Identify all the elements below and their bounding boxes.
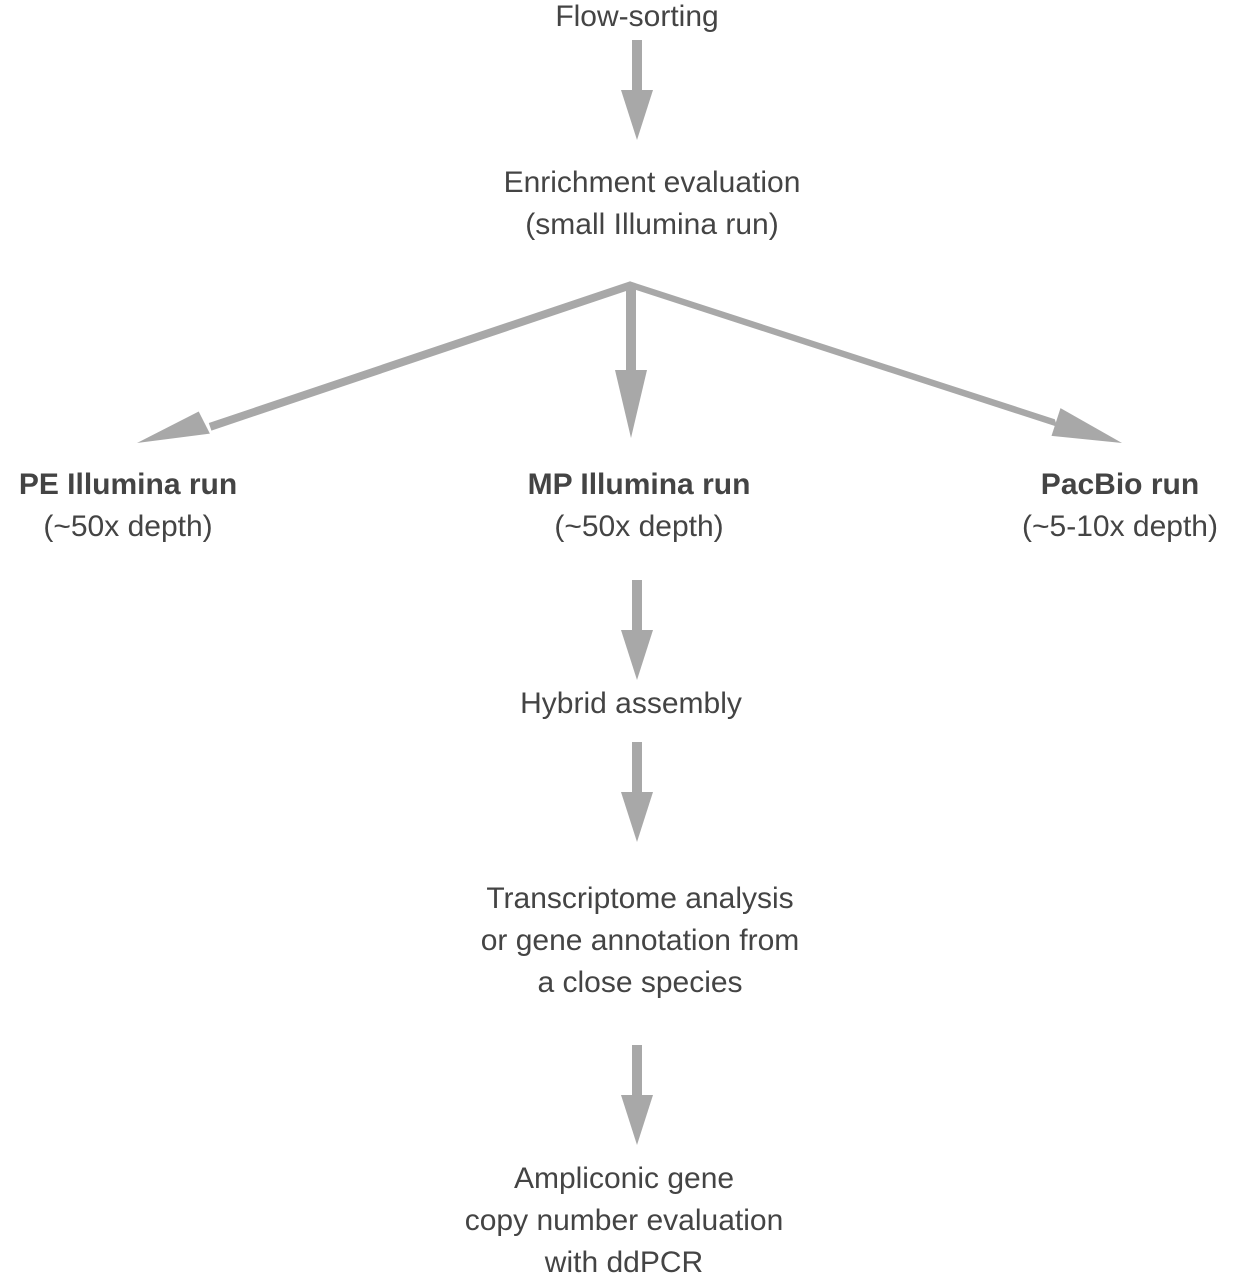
arrow-branch-to-pacbio bbox=[629, 281, 1122, 443]
transcriptome-line-2: or gene annotation from bbox=[480, 924, 800, 957]
arrow-branch-to-pe bbox=[137, 281, 633, 443]
ampliconic-line-3: with ddPCR bbox=[544, 1246, 704, 1279]
transcriptome-line-3: a close species bbox=[537, 966, 743, 999]
ampliconic-node: Ampliconic gene copy number evaluation w… bbox=[465, 1158, 784, 1284]
enrichment-evaluation-node: Enrichment evaluation (small Illumina ru… bbox=[504, 162, 801, 246]
arrow-hybrid-to-transcriptome bbox=[621, 742, 653, 842]
mp-illumina-title: MP Illumina run bbox=[527, 468, 751, 501]
transcriptome-line-1: Transcriptome analysis bbox=[486, 882, 794, 915]
mp-illumina-node: MP Illumina run (~50x depth) bbox=[528, 464, 751, 548]
flow-sorting-label: Flow-sorting bbox=[555, 0, 719, 33]
ampliconic-line-1: Ampliconic gene bbox=[513, 1162, 735, 1195]
enrichment-evaluation-label: Enrichment evaluation bbox=[503, 166, 801, 199]
pacbio-title: PacBio run bbox=[1040, 468, 1200, 501]
pacbio-depth: (~5-10x depth) bbox=[1022, 510, 1218, 543]
pe-illumina-node: PE Illumina run (~50x depth) bbox=[19, 464, 237, 548]
flow-sorting-node: Flow-sorting bbox=[555, 0, 718, 38]
arrow-flow-to-enrichment bbox=[621, 40, 653, 140]
pe-illumina-depth: (~50x depth) bbox=[43, 510, 213, 543]
arrow-transcriptome-to-ampliconic bbox=[621, 1045, 653, 1145]
arrow-mp-to-hybrid bbox=[621, 580, 653, 680]
pe-illumina-title: PE Illumina run bbox=[18, 468, 238, 501]
arrow-branch-to-mp bbox=[615, 285, 647, 438]
enrichment-evaluation-sublabel: (small Illumina run) bbox=[525, 208, 779, 241]
hybrid-assembly-node: Hybrid assembly bbox=[520, 683, 742, 725]
mp-illumina-depth: (~50x depth) bbox=[554, 510, 724, 543]
transcriptome-node: Transcriptome analysis or gene annotatio… bbox=[481, 878, 800, 1004]
pacbio-node: PacBio run (~5-10x depth) bbox=[1022, 464, 1218, 548]
hybrid-assembly-label: Hybrid assembly bbox=[520, 687, 742, 720]
ampliconic-line-2: copy number evaluation bbox=[464, 1204, 784, 1237]
